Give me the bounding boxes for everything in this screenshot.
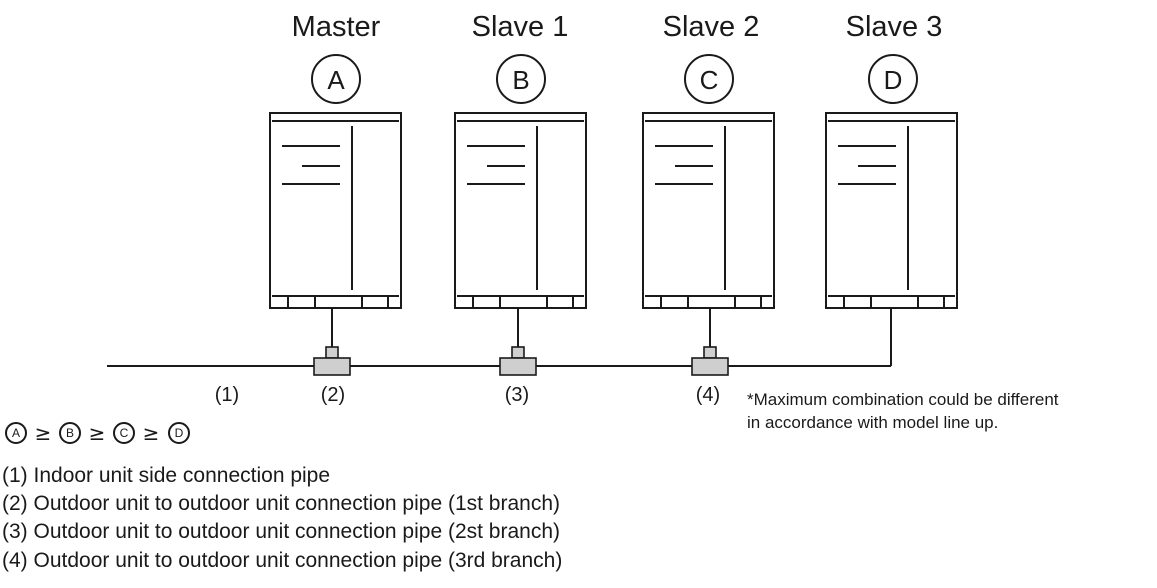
relation-operator-2: ≥ <box>89 421 106 445</box>
branch-fitting-1 <box>313 346 351 376</box>
unit-title-slave-3: Slave 3 <box>846 11 943 43</box>
pipe-label-4: (4) <box>696 384 720 406</box>
legend-line-2: (2) Outdoor unit to outdoor unit connect… <box>2 492 560 515</box>
relation-letter-c: C <box>120 426 129 440</box>
relation-letter-d: D <box>175 426 184 440</box>
legend-line-1: (1) Indoor unit side connection pipe <box>2 464 330 487</box>
pipe-label-3: (3) <box>505 384 529 406</box>
legend-line-4: (4) Outdoor unit to outdoor unit connect… <box>2 549 562 572</box>
unit-title-master: Master <box>292 11 381 43</box>
outdoor-unit-slave-1 <box>454 112 587 309</box>
relation-letter-b: B <box>66 426 74 440</box>
svg-text:C: C <box>700 65 719 95</box>
pipe-label-1: (1) <box>215 384 239 406</box>
unit-letter-b: B <box>496 54 546 104</box>
unit-title-slave-2: Slave 2 <box>663 11 760 43</box>
unit-letter-c: C <box>684 54 734 104</box>
note-line-1: *Maximum combination could be different <box>747 390 1059 409</box>
relation-operator-3: ≥ <box>143 421 160 445</box>
branch-fitting-2 <box>499 346 537 376</box>
svg-text:B: B <box>512 65 529 95</box>
unit-letter-a: A <box>311 54 361 104</box>
capacity-relation: A ≥ B ≥ C ≥ D <box>5 421 190 445</box>
pipe-label-2: (2) <box>321 384 345 406</box>
outdoor-unit-master <box>269 112 402 309</box>
relation-operator-1: ≥ <box>35 421 52 445</box>
svg-text:A: A <box>327 65 345 95</box>
note-line-2: in accordance with model line up. <box>747 413 998 432</box>
svg-text:D: D <box>884 65 903 95</box>
outdoor-unit-slave-2 <box>642 112 775 309</box>
outdoor-unit-slave-3 <box>825 112 958 309</box>
unit-letter-d: D <box>868 54 918 104</box>
legend-line-3: (3) Outdoor unit to outdoor unit connect… <box>2 520 560 543</box>
unit-title-slave-1: Slave 1 <box>472 11 569 43</box>
relation-letter-a: A <box>12 426 20 440</box>
branch-fitting-3 <box>691 346 729 376</box>
